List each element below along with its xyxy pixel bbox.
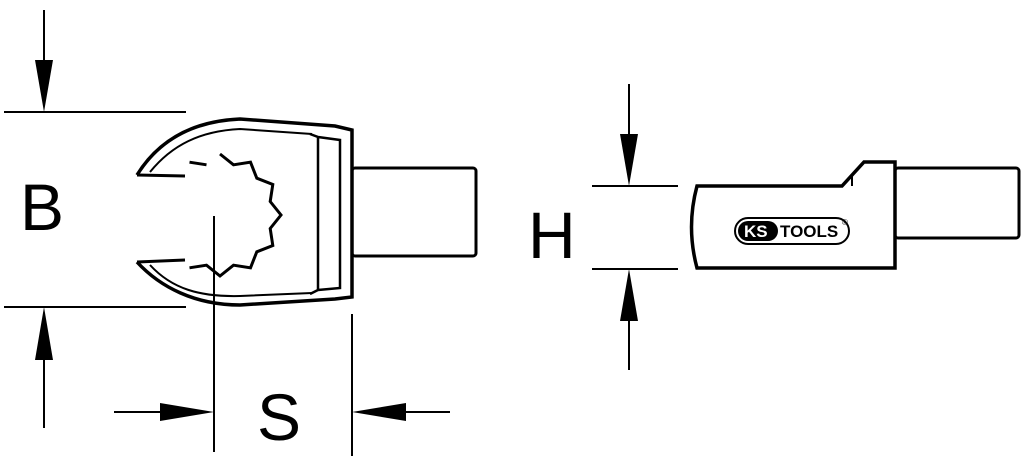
ks-tools-logo: KS TOOLS ® — [734, 217, 850, 245]
logo-ks-badge — [738, 221, 778, 241]
dim-b-label: B — [20, 170, 64, 244]
dim-h-arrow-top — [620, 134, 638, 186]
dimension-b: B — [4, 10, 186, 428]
twelve-point-ring — [189, 152, 283, 278]
side-view: KS TOOLS ® — [689, 160, 1021, 270]
logo-registered-mark: ® — [842, 218, 848, 227]
dim-s-arrow-right — [352, 403, 406, 421]
logo-tools-text: TOOLS — [780, 222, 838, 241]
drive-tang-front — [350, 166, 478, 258]
dim-s-label: S — [257, 380, 301, 454]
insert-neck-panel — [309, 132, 342, 296]
dim-b-arrow-bottom — [35, 307, 53, 360]
dimension-h: H — [528, 84, 678, 370]
dim-h-label: H — [528, 198, 576, 272]
front-view — [135, 117, 478, 452]
side-body-outline — [689, 160, 897, 270]
dim-h-arrow-bottom — [620, 269, 638, 321]
dim-b-arrow-top — [35, 60, 53, 112]
jaw-gap-bottom — [136, 258, 186, 264]
insert-body-outline — [135, 117, 354, 307]
insert-body-inner — [149, 127, 313, 298]
drive-tang-side — [893, 166, 1021, 240]
logo-ks-text: KS — [744, 222, 768, 241]
jaw-gap-top — [136, 173, 186, 178]
dimension-s: S — [114, 314, 450, 456]
dim-s-arrow-left — [160, 403, 214, 421]
